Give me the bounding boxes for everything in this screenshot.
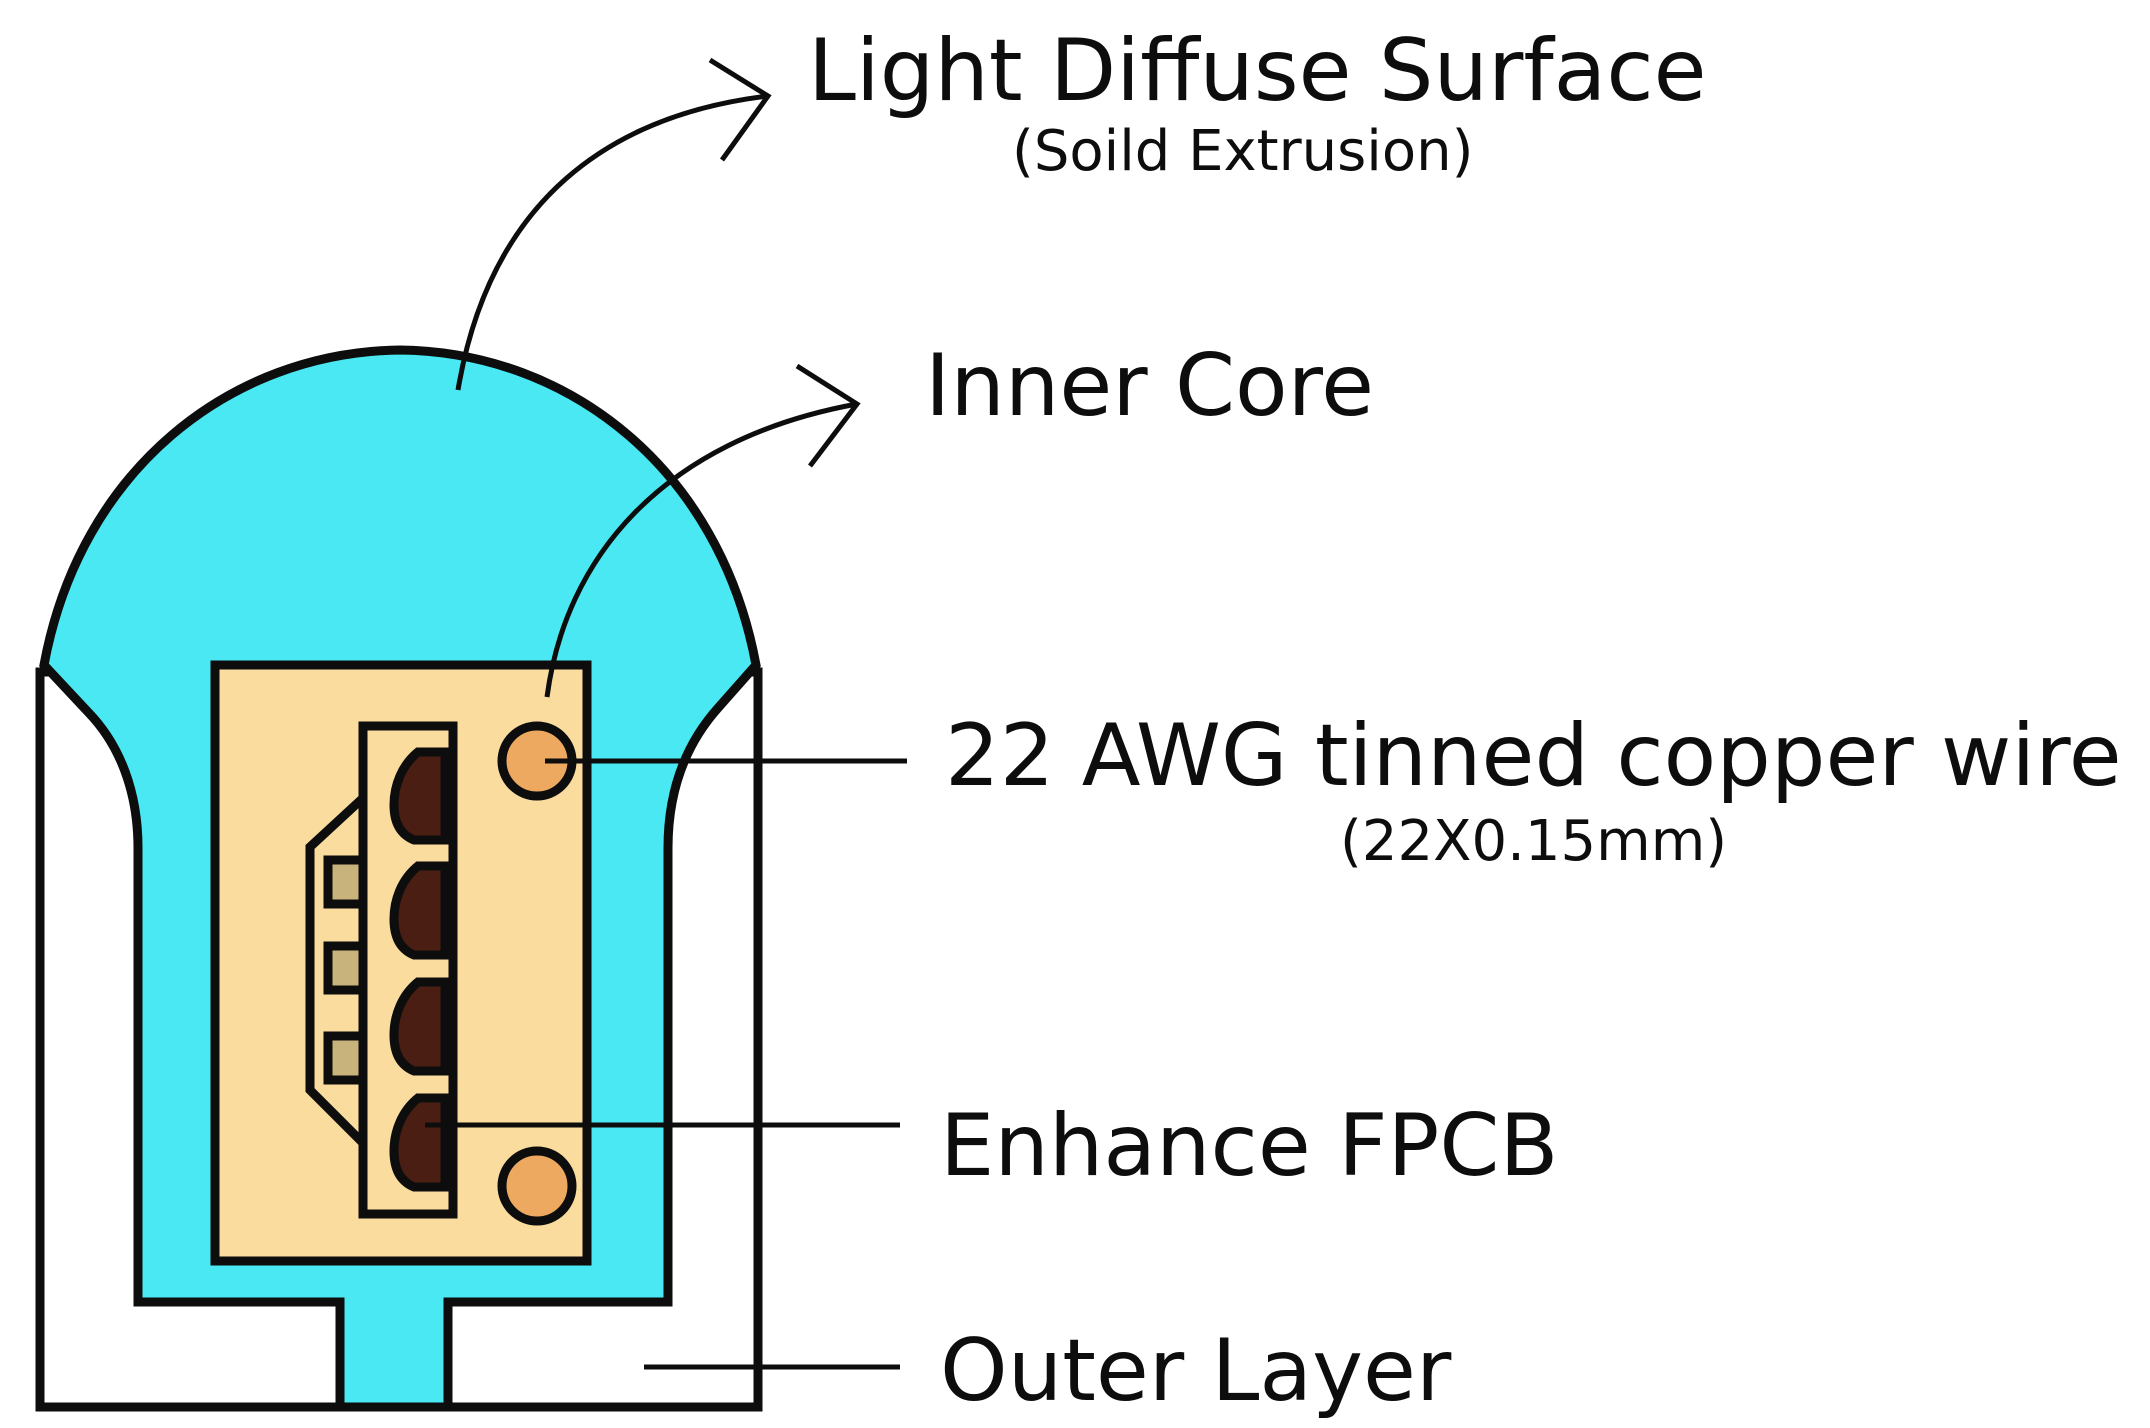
label-wire-sub: (22X0.15mm) — [1340, 809, 1727, 874]
label-fpcb: Enhance FPCB — [940, 1096, 1558, 1196]
resistor — [323, 1031, 368, 1085]
led-chip — [389, 861, 450, 960]
led-chip — [389, 977, 450, 1076]
led-chip — [389, 747, 450, 845]
label-light-diffuse-sub: (Soild Extrusion) — [1012, 119, 1473, 184]
label-wire: 22 AWG tinned copper wire — [945, 706, 2122, 806]
arrowhead-light-diffuse — [708, 57, 772, 162]
resistor — [323, 855, 368, 909]
label-light-diffuse: Light Diffuse Surface — [808, 21, 1707, 121]
copper-wire — [497, 1146, 577, 1226]
leader-inner-core — [544, 401, 858, 698]
led-chip — [389, 1093, 450, 1192]
label-inner-core: Inner Core — [925, 336, 1374, 436]
resistor — [323, 941, 368, 995]
arrowhead-inner-core — [795, 363, 861, 468]
leader-light-diffuse — [455, 93, 769, 391]
label-outer-layer: Outer Layer — [940, 1321, 1452, 1421]
